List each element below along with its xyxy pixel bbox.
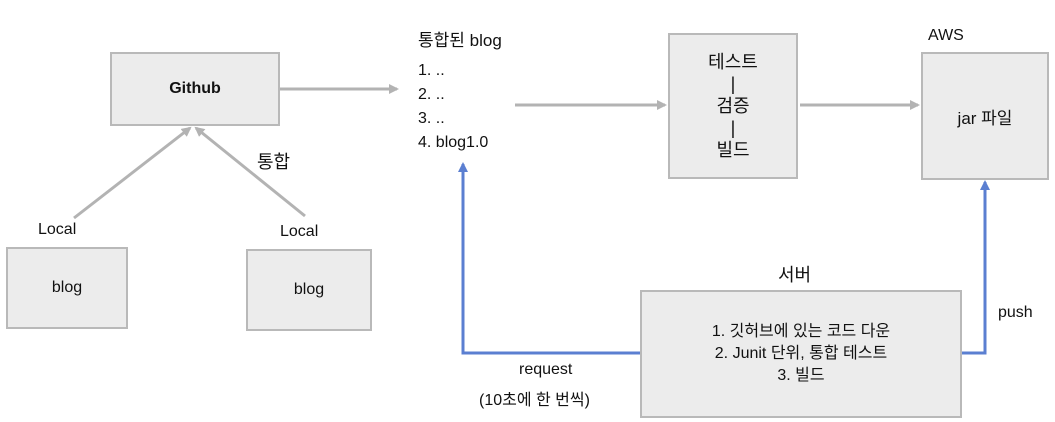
integrated-item: 2. .. — [418, 86, 445, 103]
server-steps: 1. 깃허브에 있는 코드 다운 2. Junit 단위, 통합 테스트 3. … — [712, 321, 890, 387]
github-label: Github — [169, 80, 221, 97]
local-left-box-label: blog — [51, 279, 83, 296]
local-right-box: blog — [246, 249, 372, 331]
arrow-local-right-to-github — [194, 126, 306, 218]
arrow-local-left-to-github — [73, 126, 192, 220]
aws-box: jar 파일 — [921, 52, 1049, 180]
integrated-title: 통합된 blog — [418, 31, 502, 50]
push-label: push — [998, 304, 1033, 321]
local-right-tag: Local — [280, 223, 319, 240]
integrate-label: 통합 — [257, 152, 291, 172]
local-left-tag: Local — [38, 221, 77, 238]
local-right-box-label: blog — [293, 281, 325, 298]
pipeline-separator: | — [730, 118, 736, 138]
server-title: 서버 — [778, 265, 812, 285]
pipeline-step-verify: 검증 — [716, 96, 750, 116]
request-label: request — [519, 361, 573, 378]
server-step: 3. 빌드 — [777, 367, 825, 384]
aws-box-label: jar 파일 — [957, 108, 1013, 128]
pipeline-steps: 테스트 | 검증 | 빌드 — [708, 51, 758, 161]
pipeline-separator: | — [730, 74, 736, 94]
integrated-item: 4. blog1.0 — [418, 134, 489, 151]
integrated-item: 1. .. — [418, 62, 445, 79]
integrated-list: 1. .. 2. .. 3. .. 4. blog1.0 — [418, 59, 488, 155]
server-step: 2. Junit 단위, 통합 테스트 — [714, 345, 888, 362]
local-left-box: blog — [6, 247, 128, 329]
pipeline-box: 테스트 | 검증 | 빌드 — [668, 33, 798, 179]
pipeline-step-test: 테스트 — [708, 52, 758, 72]
server-box: 1. 깃허브에 있는 코드 다운 2. Junit 단위, 통합 테스트 3. … — [640, 290, 962, 418]
integrated-item: 3. .. — [418, 110, 445, 127]
server-step: 1. 깃허브에 있는 코드 다운 — [711, 323, 891, 340]
pipeline-step-build: 빌드 — [716, 140, 750, 160]
arrow-server-push — [962, 180, 990, 355]
github-box: Github — [110, 52, 280, 126]
request-interval-label: (10초에 한 번씩) — [479, 392, 590, 409]
aws-tag: AWS — [928, 27, 964, 44]
arrow-server-request — [458, 162, 640, 355]
